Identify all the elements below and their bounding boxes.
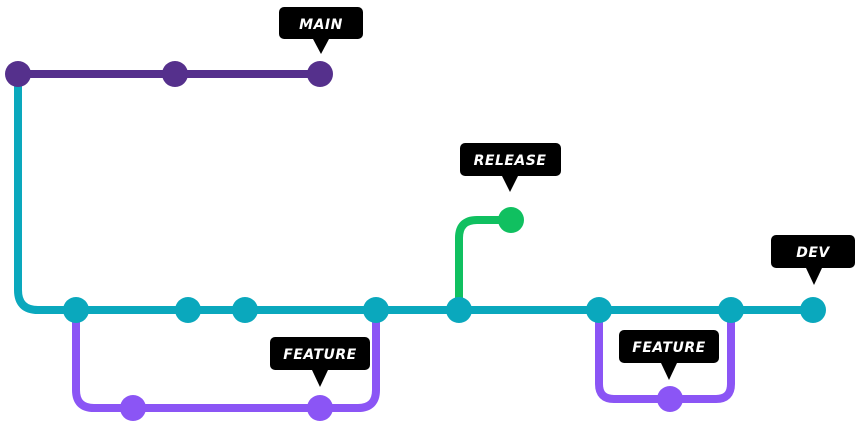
- dev-label-text: DEV: [796, 245, 830, 261]
- feature-commit-node: [307, 395, 333, 421]
- release-label: RELEASE: [460, 143, 561, 192]
- feature-branch-line: [72, 306, 380, 412]
- dev-commit-node: [63, 297, 89, 323]
- dev-commit-node: [586, 297, 612, 323]
- main-commit-node: [5, 61, 31, 87]
- release-branch-line: [455, 216, 515, 314]
- feature-commit-node: [120, 395, 146, 421]
- main-commit-node: [307, 61, 333, 87]
- main-label-text: MAIN: [299, 17, 343, 33]
- dev-branch-line: [14, 70, 817, 314]
- dev-commit-node: [232, 297, 258, 323]
- dev-label: DEV: [771, 235, 855, 285]
- main-label: MAIN: [279, 7, 363, 54]
- dev-commit-node: [718, 297, 744, 323]
- main-commit-node: [162, 61, 188, 87]
- feature-label-1-text: FEATURE: [283, 347, 356, 363]
- feature-label-2: FEATURE: [619, 330, 719, 380]
- dev-commit-node: [175, 297, 201, 323]
- release-commit-node: [498, 207, 524, 233]
- dev-commit-node: [446, 297, 472, 323]
- dev-commit-node: [800, 297, 826, 323]
- feature-label-2-text: FEATURE: [632, 340, 705, 356]
- release-label-text: RELEASE: [474, 153, 547, 169]
- feature-label-1: FEATURE: [270, 337, 370, 387]
- feature-commit-node: [657, 386, 683, 412]
- dev-commit-node: [363, 297, 389, 323]
